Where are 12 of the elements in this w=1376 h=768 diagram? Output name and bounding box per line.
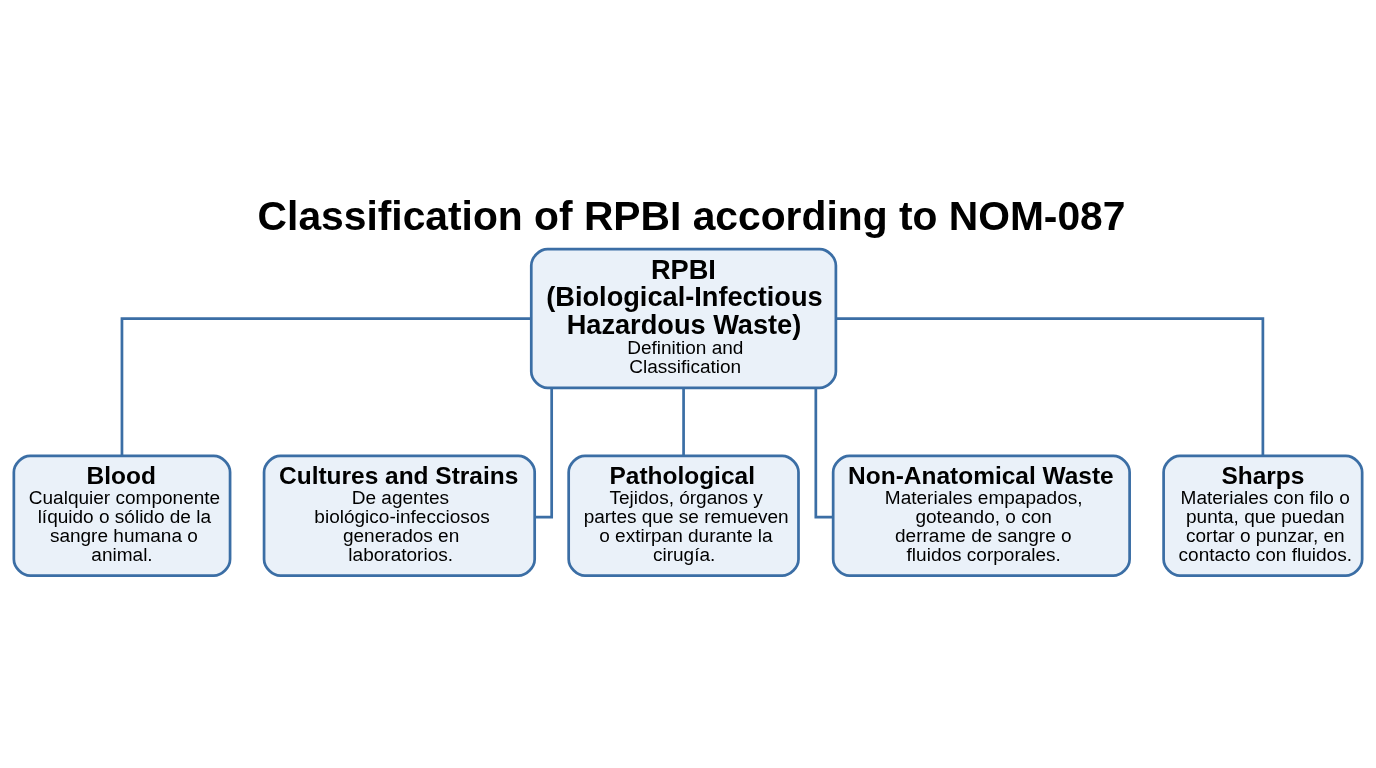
node-box: Blood Cualquier componente líquido o sólido de la sangre humana o animal. <box>12 454 232 577</box>
diagram-title: Classification of RPBI according to NOM-087 <box>257 192 1126 239</box>
node-box: Cultures and Strains De agentes biológico-infecciosos generados en laboratorios. <box>262 454 537 577</box>
node-box: Pathological Tejidos, órganos y partes que se remueven o extirpan durante la cirugía. <box>567 454 800 577</box>
node-box: RPBI (Biological-Infectious Hazardous Waste) Definition and Classification <box>529 247 838 389</box>
node-box: Sharps Materiales con filo o punta, que puedan cortar o punzar, en contacto con fluidos. <box>1162 454 1364 577</box>
connector <box>814 387 833 518</box>
connector <box>682 387 685 455</box>
connector <box>534 387 554 518</box>
connector <box>836 316 1265 455</box>
connector <box>120 316 532 455</box>
node-box: Non-Anatomical Waste Materiales empapados, goteando, o con derrame de sangre o fluidos corporales. <box>831 454 1131 577</box>
